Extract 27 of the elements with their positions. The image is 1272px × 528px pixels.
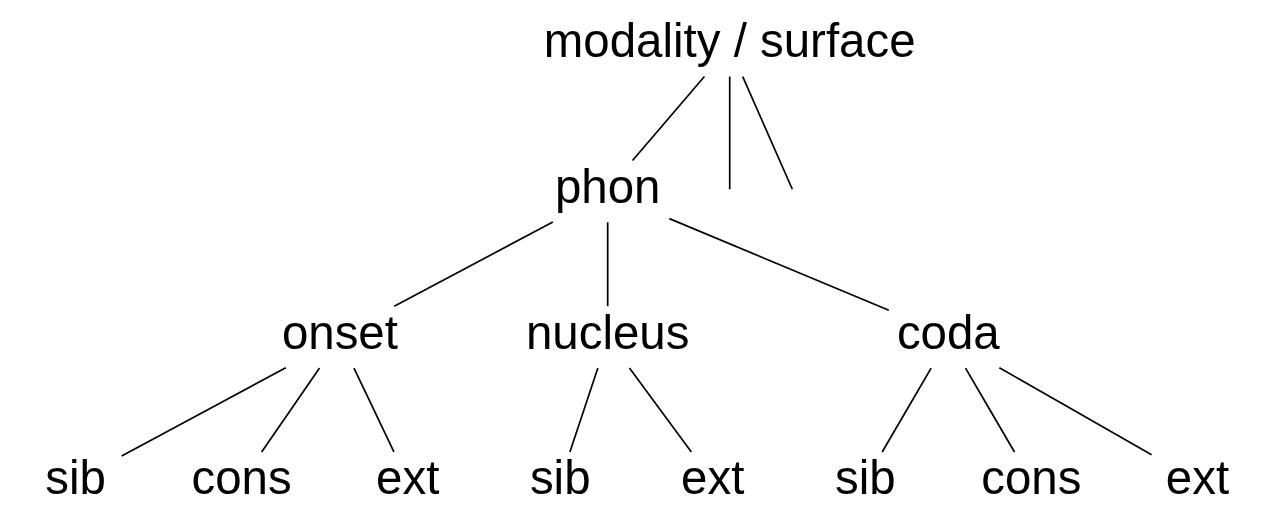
node-text: ext (375, 451, 439, 505)
connector (668, 217, 890, 312)
connector (260, 367, 320, 453)
node-text: sib (44, 451, 106, 505)
node-text: sib (834, 451, 896, 505)
node-text: onset (281, 305, 398, 359)
node-text: cons (191, 451, 292, 505)
connector (741, 75, 793, 191)
connector (728, 75, 731, 191)
connector (628, 367, 692, 453)
connector (568, 367, 599, 453)
connector (352, 367, 395, 453)
node-text: coda (896, 305, 1000, 359)
node-text: phon (554, 159, 660, 213)
node-text: cons (980, 451, 1081, 505)
node-text: modality / surface (543, 14, 916, 68)
connector (606, 221, 609, 308)
connector (120, 366, 287, 457)
node-text: ext (680, 451, 744, 505)
connector (392, 221, 554, 308)
node-text: nucleus (525, 305, 689, 359)
connector (964, 367, 1015, 453)
node-text: ext (1165, 451, 1229, 505)
connector (880, 367, 932, 453)
node-text: sib (529, 451, 591, 505)
connector (998, 366, 1152, 456)
connector (631, 75, 705, 162)
